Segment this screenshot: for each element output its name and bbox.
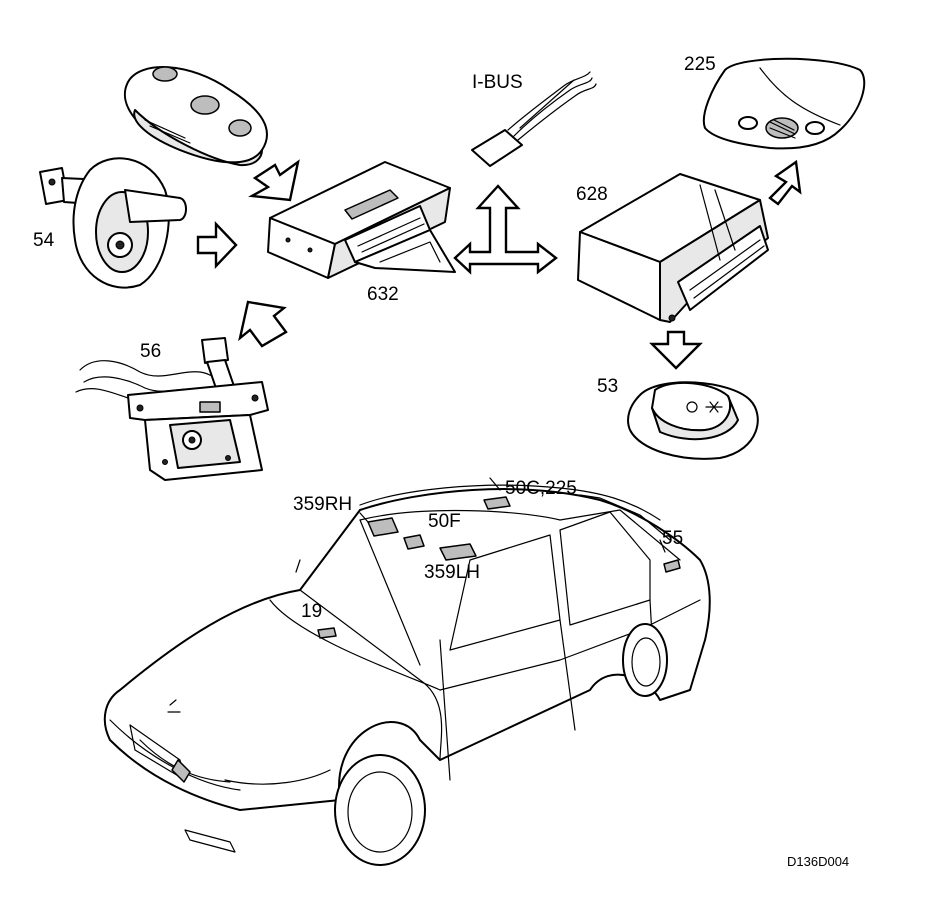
- key-switch: [39, 157, 187, 289]
- signal-arrows: [196, 159, 802, 370]
- remote-key-fob: [123, 66, 268, 167]
- car-illustration: [103, 477, 711, 866]
- label-50f: 50F: [428, 511, 461, 532]
- label-359lh: 359LH: [424, 562, 480, 583]
- arrow-latch-to-module: [238, 300, 288, 348]
- roof-console: [702, 57, 866, 150]
- leader-359rh: [359, 512, 369, 523]
- label-ibus: I-BUS: [472, 72, 523, 93]
- label-225: 225: [684, 54, 716, 75]
- door-latch-unit: [75, 337, 269, 481]
- ibus-connector: [471, 71, 597, 167]
- arrow-key-to-module: [196, 221, 238, 269]
- label-56: 56: [140, 341, 161, 362]
- leader-50c: [579, 494, 671, 541]
- arrow-fob-to-module: [248, 159, 300, 202]
- switch-unit: [627, 381, 759, 460]
- arrow-module-to-console: [768, 159, 802, 206]
- figure-code: D136D004: [787, 854, 849, 869]
- label-54: 54: [33, 230, 55, 251]
- label-19: 19: [301, 601, 322, 622]
- label-359rh: 359RH: [293, 494, 352, 515]
- interior-module: [577, 173, 769, 323]
- arrow-module-to-switch: [649, 330, 703, 370]
- label-628: 628: [576, 184, 608, 205]
- control-module: [267, 161, 456, 279]
- label-55: 55: [662, 528, 683, 549]
- label-53: 53: [597, 376, 618, 397]
- label-632: 632: [367, 284, 399, 305]
- arrow-bus-bidirectional: [453, 184, 558, 275]
- label-50c-225: 50C,225: [505, 478, 577, 499]
